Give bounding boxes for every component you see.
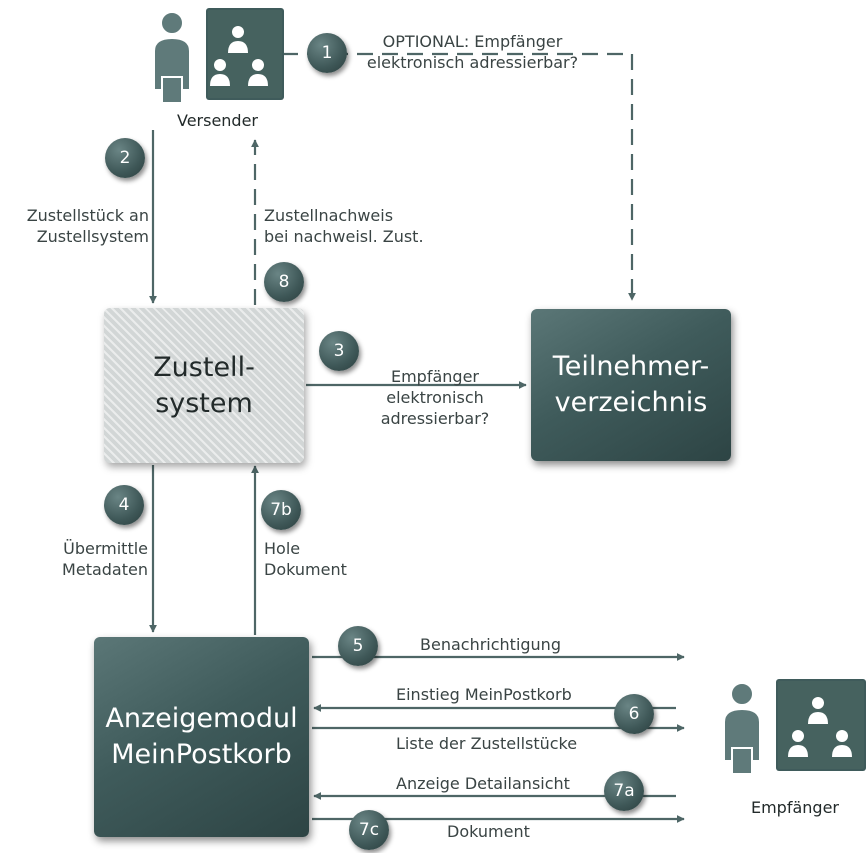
step-badge-2: 2 bbox=[105, 138, 145, 178]
label-benachrichtigung: Benachrichtigung bbox=[420, 635, 561, 654]
label-dokument: Dokument bbox=[447, 822, 530, 841]
label-hole-dokument: Hole Dokument bbox=[264, 538, 347, 580]
step-badge-7a: 7a bbox=[604, 771, 644, 811]
versender-actor bbox=[150, 5, 285, 105]
label-adress-line3: adressierbar? bbox=[380, 409, 490, 428]
label-detail: Anzeige Detailansicht bbox=[396, 774, 570, 793]
anzeige-line1: Anzeigemodul bbox=[105, 703, 298, 734]
zustellsystem-box: Zustell-system bbox=[104, 308, 304, 463]
label-adress-line1: Empfänger bbox=[390, 367, 479, 386]
label-metadaten-line2: Metadaten bbox=[62, 560, 148, 579]
empfaenger-actor bbox=[720, 676, 867, 776]
label-nachweis-line1: Zustellnachweis bbox=[264, 206, 394, 225]
step-badge-3: 3 bbox=[319, 331, 359, 371]
user-group-icon bbox=[723, 679, 866, 775]
label-adressierbar: Empfänger elektronisch adressierbar? bbox=[360, 366, 510, 429]
label-hole-line2: Dokument bbox=[264, 560, 347, 579]
step-badge-8: 8 bbox=[264, 262, 304, 302]
label-adress-line2: elektronisch bbox=[386, 388, 484, 407]
empfaenger-label: Empfänger bbox=[750, 798, 839, 817]
label-zustellnachweis: Zustellnachweis bei nachweisl. Zust. bbox=[264, 205, 424, 247]
label-hole-line1: Hole bbox=[264, 539, 301, 558]
label-optional-line2: elektronisch adressierbar? bbox=[366, 53, 579, 72]
step-badge-4: 4 bbox=[104, 485, 144, 525]
zustellsystem-line2: system bbox=[155, 387, 253, 419]
arrow-optional-lookup bbox=[282, 52, 636, 301]
step-badge-1: 1 bbox=[307, 33, 347, 73]
label-zustellstueck-line2: Zustellsystem bbox=[36, 227, 149, 246]
step-badge-6: 6 bbox=[614, 694, 654, 734]
teilnehmer-line1: Teilnehmer- bbox=[552, 351, 710, 382]
label-metadaten: Übermittle Metadaten bbox=[4, 538, 148, 580]
label-zustellstueck: Zustellstück an Zustellsystem bbox=[4, 205, 149, 247]
label-einstieg: Einstieg MeinPostkorb bbox=[396, 685, 572, 704]
step-badge-7c: 7c bbox=[349, 810, 389, 850]
label-optional: OPTIONAL: Empfänger elektronisch adressi… bbox=[345, 31, 600, 73]
teilnehmerverzeichnis-box: Teilnehmer-verzeichnis bbox=[531, 309, 731, 461]
versender-label: Versender bbox=[176, 111, 259, 130]
zustellsystem-line1: Zustell- bbox=[153, 351, 255, 383]
step-badge-7b: 7b bbox=[261, 490, 301, 530]
anzeige-line2: MeinPostkorb bbox=[111, 739, 292, 770]
step-badge-5: 5 bbox=[338, 626, 378, 666]
label-zustellstueck-line1: Zustellstück an bbox=[26, 206, 149, 225]
label-liste: Liste der Zustellstücke bbox=[396, 734, 578, 753]
teilnehmer-line2: verzeichnis bbox=[554, 387, 708, 418]
label-metadaten-line1: Übermittle bbox=[63, 539, 148, 558]
user-group-icon bbox=[153, 8, 284, 104]
label-optional-line1: OPTIONAL: Empfänger bbox=[382, 32, 563, 51]
label-nachweis-line2: bei nachweisl. Zust. bbox=[264, 227, 424, 246]
